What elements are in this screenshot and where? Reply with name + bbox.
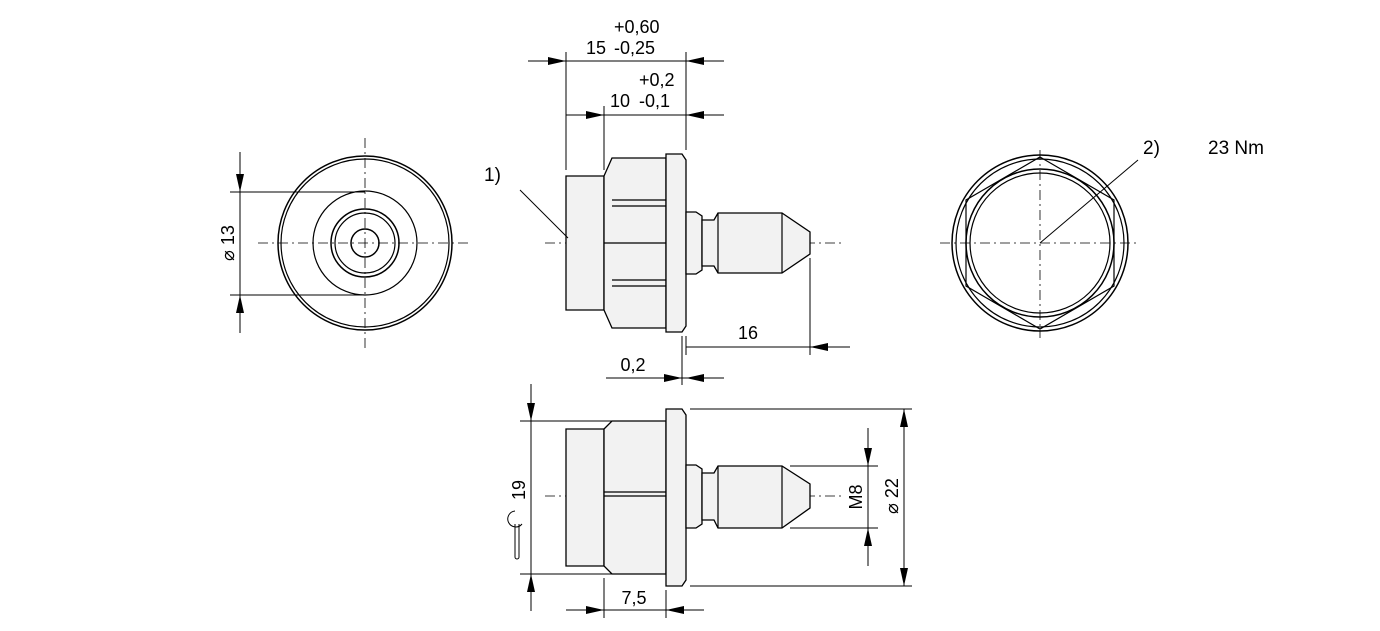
side2-flange — [665, 408, 687, 587]
diameter-symbol: ⌀ — [218, 250, 238, 261]
dim02-value: 0,2 — [620, 355, 645, 375]
dia13-arrow-top — [236, 174, 244, 192]
m8-value: M8 — [846, 484, 866, 509]
front-outer-circle — [277, 155, 453, 331]
dim16-arrow-right — [810, 343, 828, 351]
side-shank-collar — [685, 211, 703, 275]
dim10-nominal: 10 — [610, 91, 630, 111]
dim19-arrow-top — [527, 403, 535, 421]
dim15-lower-tol: -0,25 — [614, 38, 655, 58]
dim02-arrow-right — [686, 374, 704, 382]
svg-text:⌀ 13: ⌀ 13 — [218, 225, 238, 261]
callout-2-leader — [1039, 159, 1139, 244]
dim16-value: 16 — [738, 323, 758, 343]
dim22-arrow-bottom — [900, 568, 908, 586]
side-pin — [701, 212, 811, 274]
svg-text:⌀ 22: ⌀ 22 — [882, 478, 902, 514]
front-bore-circle — [350, 228, 380, 258]
dim75-arrow-left — [586, 606, 604, 614]
callout-2: 2) — [1143, 138, 1160, 159]
side-body-rear — [565, 175, 605, 311]
dim22-value: 22 — [882, 478, 902, 498]
dim10-upper-tol: +0,2 — [639, 70, 675, 90]
dia13-arrow-bottom — [236, 295, 244, 313]
dim10-lower-tol: -0,1 — [639, 91, 670, 111]
side2-hex — [603, 420, 667, 575]
rear-outer-circle-inner-edge — [955, 158, 1125, 328]
front-view: ⌀ 13 — [218, 138, 472, 350]
dim22-arrow-top — [900, 409, 908, 427]
front-tip-circle — [330, 208, 400, 278]
torque-value: 23 Nm — [1208, 138, 1264, 159]
dim75-value: 7,5 — [621, 588, 646, 608]
callout-1-leader — [519, 189, 569, 239]
diameter-symbol-2: ⌀ — [882, 503, 902, 514]
side2-body-rear — [565, 428, 605, 567]
callout-1: 1) — [484, 165, 501, 186]
side-view: 1) 15 +0,60 -0,25 10 +0,2 -0,1 16 0,2 — [484, 17, 850, 385]
dim19-arrow-bottom — [527, 574, 535, 592]
rear-hex-outline — [965, 156, 1115, 330]
rear-view: 2) 23 Nm — [940, 138, 1264, 338]
m8-arrow-top — [864, 448, 872, 466]
dim15-upper-tol: +0,60 — [614, 17, 660, 37]
m8-label: M8 — [846, 484, 866, 509]
m8-arrow-bottom — [864, 528, 872, 546]
dim10-arrow-right — [686, 111, 704, 119]
rear-face-circle — [965, 168, 1115, 318]
wrench-icon — [507, 510, 523, 560]
rear-face-inner-circle — [969, 172, 1111, 314]
side-flange — [665, 153, 687, 333]
dim19-label: 19 — [509, 480, 529, 500]
dim10-arrow-left — [586, 111, 604, 119]
front-tip-inner-circle — [334, 212, 396, 274]
dim02-arrow-left — [664, 374, 682, 382]
side-view-2: 19 ⌀ 22 M8 7,5 — [507, 384, 912, 618]
dim75-arrow-right — [666, 606, 684, 614]
dim15-arrow-right — [686, 57, 704, 65]
side2-shank-collar — [685, 464, 703, 529]
side2-pin — [701, 465, 811, 529]
dim15-nominal: 15 — [586, 38, 606, 58]
dim22-label: ⌀ 22 — [882, 478, 902, 514]
wrench-symbol — [507, 510, 523, 560]
dim19-value: 19 — [509, 480, 529, 500]
rear-outer-circle — [951, 154, 1129, 332]
dia13-value: 13 — [218, 225, 238, 245]
dim15-arrow-left — [548, 57, 566, 65]
dia13-label: ⌀ 13 — [218, 225, 238, 261]
front-outer-circle-inner-edge — [280, 158, 450, 328]
